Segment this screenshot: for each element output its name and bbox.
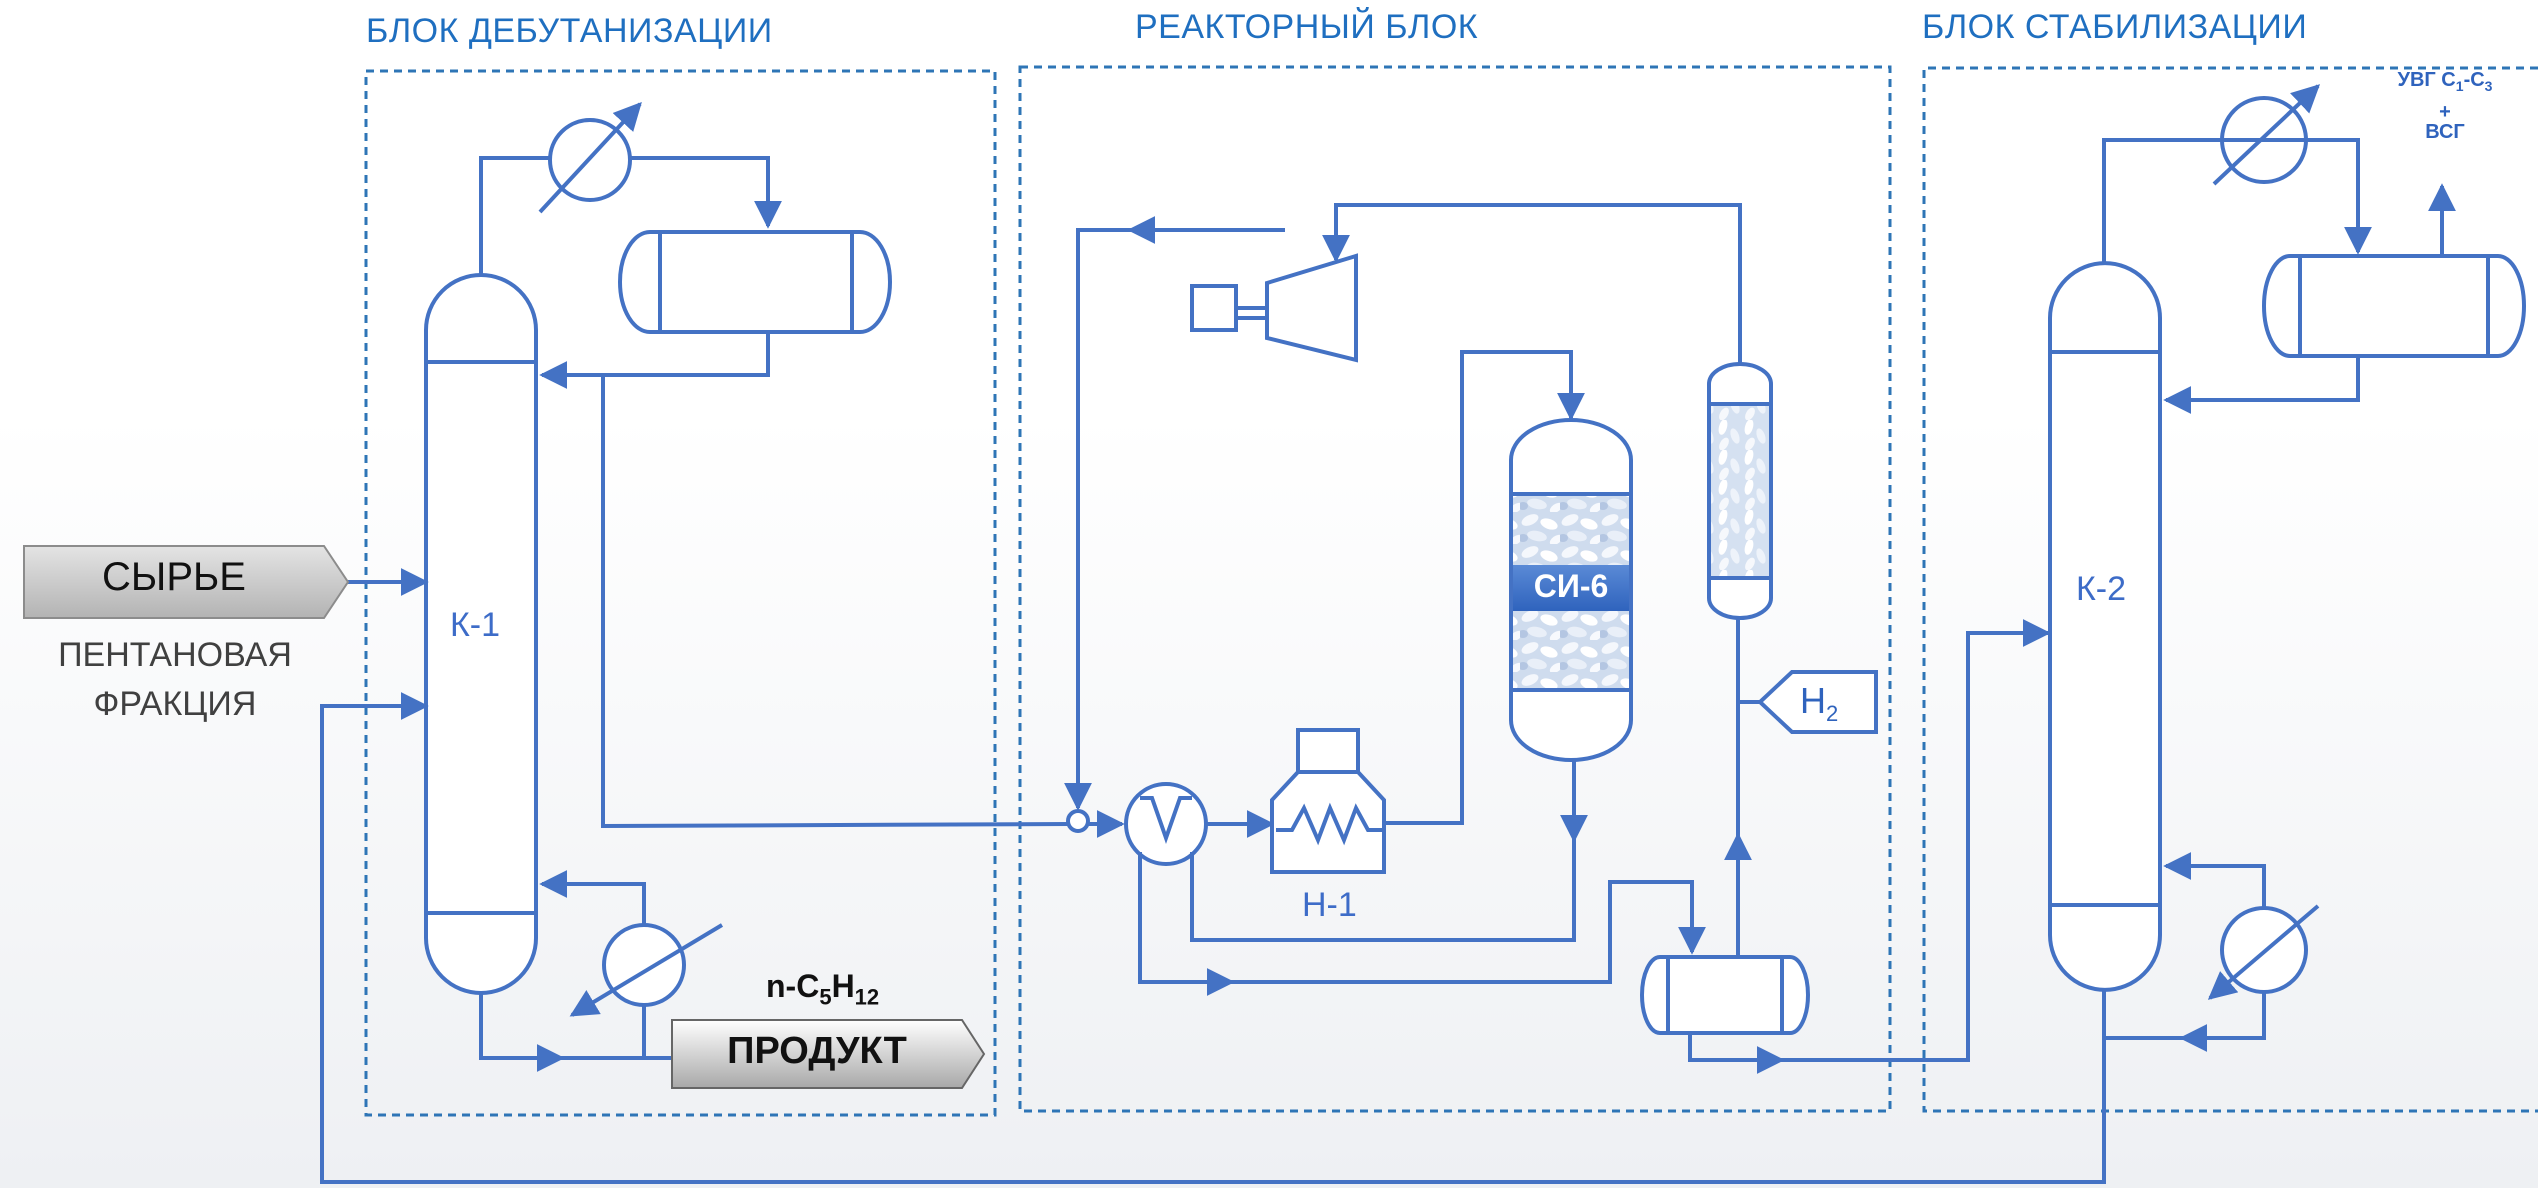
- heater-h1: [1272, 772, 1384, 872]
- exchanger-to-separator-2: [1230, 882, 1692, 982]
- k1-condenser-outlet: [630, 158, 768, 226]
- hydrogen-sub: 2: [1826, 701, 1838, 726]
- k1-reboiler-return: [542, 884, 644, 925]
- offgas-line2: ВСГ: [2390, 122, 2500, 142]
- column-k2-label: К-2: [2076, 570, 2126, 609]
- formula-sub2: 12: [855, 984, 879, 1009]
- hydrogen-symbol: H: [1800, 680, 1826, 721]
- formula-prefix: n-C: [766, 968, 819, 1004]
- block-title-debutanization: БЛОК ДЕБУТАНИЗАЦИИ: [366, 12, 773, 51]
- offgas-label: УВГ С1-С3 + ВСГ: [2390, 70, 2500, 142]
- mixing-point: [1068, 811, 1088, 831]
- separator-liquid-line: [1690, 1033, 1782, 1060]
- formula-mid: H: [832, 968, 855, 1004]
- compressor-motor: [1192, 286, 1236, 330]
- offgas-line1: УВГ С1-С3: [2390, 70, 2500, 96]
- heater-h1-label: Н-1: [1302, 886, 1357, 925]
- product-formula: n-C5H12: [766, 968, 879, 1010]
- k1-bottoms-line: [481, 993, 562, 1058]
- exchanger-to-separator: [1140, 852, 1232, 982]
- hydrogen-label: H2: [1800, 680, 1838, 727]
- adsorber-bed: [1711, 404, 1769, 578]
- block-title-reactor: РЕАКТОРНЫЙ БЛОК: [1135, 8, 1478, 47]
- k2-reflux-line: [2166, 356, 2358, 400]
- block-title-stabilization: БЛОК СТАБИЛИЗАЦИИ: [1922, 8, 2307, 47]
- offgas-plus: +: [2390, 102, 2500, 122]
- column-k1-label: К-1: [450, 606, 500, 645]
- feed-label: СЫРЬЕ: [24, 555, 324, 600]
- offgas-sub2: 3: [2485, 78, 2493, 94]
- heater-h1-stack: [1298, 730, 1358, 772]
- column-k2: [2050, 263, 2160, 990]
- k1-reflux-line: [542, 332, 768, 375]
- compressor: [1267, 256, 1356, 360]
- feed-description-line2: ФРАКЦИЯ: [40, 685, 310, 724]
- recycle-gas-line: [1336, 205, 1740, 364]
- offgas-sub1: 1: [2456, 78, 2464, 94]
- feed-description: ПЕНТАНОВАЯ ФРАКЦИЯ: [40, 636, 310, 724]
- reactor-label: СИ-6: [1513, 568, 1629, 605]
- feed-description-line1: ПЕНТАНОВАЯ: [40, 636, 310, 675]
- k1-reboiler: [604, 925, 684, 1005]
- k2-reboiler-return: [2166, 866, 2264, 910]
- product-label: ПРОДУКТ: [672, 1030, 962, 1073]
- k2-reflux-drum: [2264, 256, 2524, 356]
- k2-bottoms-line: [2104, 990, 2184, 1038]
- k1-overhead-line: [481, 158, 550, 275]
- offgas-line1-dash: -С: [2464, 69, 2485, 91]
- k2-overhead-line: [2104, 140, 2183, 265]
- k2-reboiler-feed: [2182, 992, 2264, 1038]
- formula-sub1: 5: [819, 984, 831, 1009]
- offgas-line1-prefix: УВГ С: [2398, 69, 2456, 91]
- k1-distillate-line: [603, 375, 1070, 826]
